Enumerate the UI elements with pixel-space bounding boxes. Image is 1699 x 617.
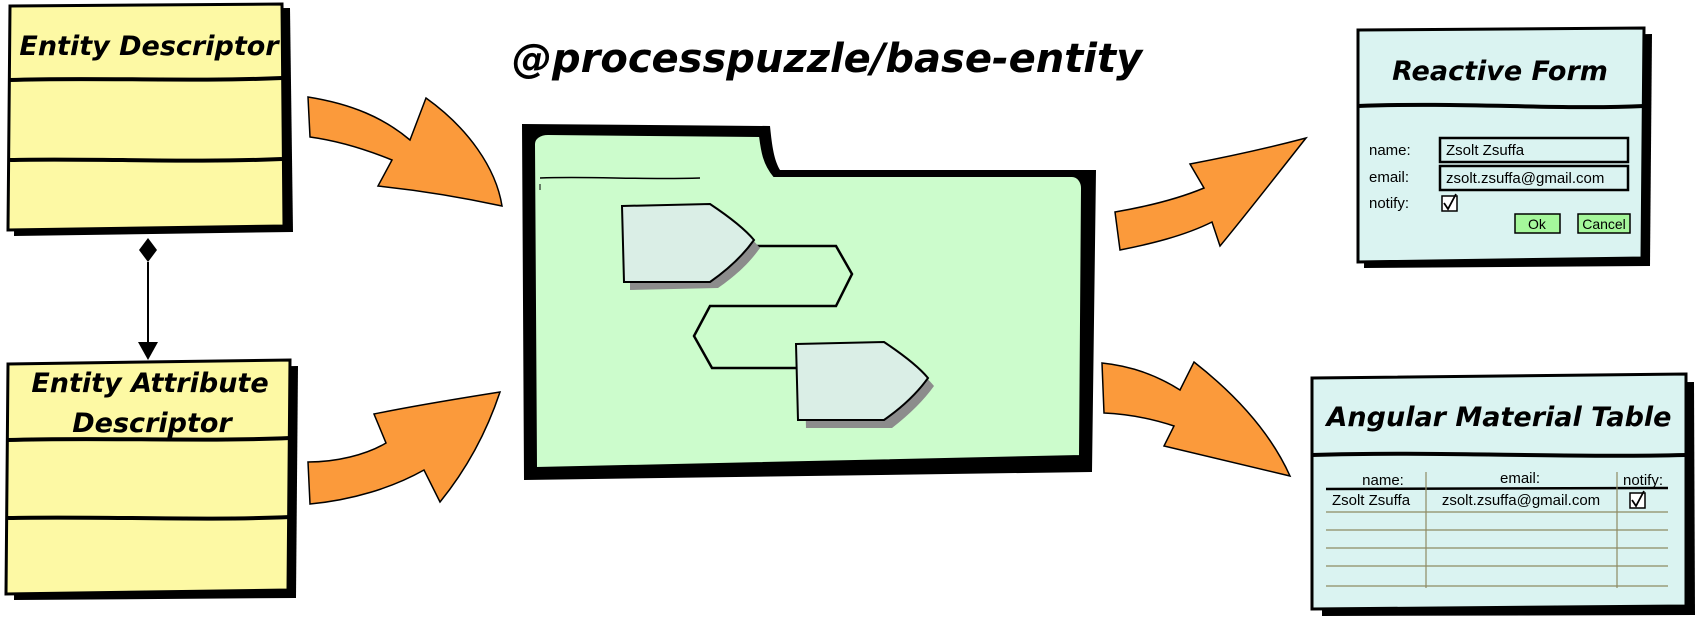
entity-attribute-descriptor-divider (7, 515, 291, 521)
table-header-email: email: (1500, 470, 1540, 487)
input-arrow-bottom (307, 391, 502, 505)
composition-connector (138, 238, 158, 360)
reactive-form-panel: Reactive Form name: Zsolt Zsuffa email: … (1356, 26, 1652, 268)
flow-node-second (794, 340, 930, 421)
form-ok-button-label: Ok (1528, 216, 1547, 232)
flow-connector (692, 244, 854, 370)
form-name-value: Zsolt Zsuffa (1446, 142, 1525, 159)
package-flow (620, 202, 934, 428)
form-cancel-button[interactable]: Cancel (1577, 213, 1631, 234)
form-name-label: name: (1369, 142, 1411, 159)
form-notify-label: notify: (1369, 195, 1409, 212)
entity-descriptor-label: Entity Descriptor (19, 31, 280, 62)
table-cell-email: zsolt.zsuffa@gmail.com (1442, 492, 1600, 509)
entity-descriptor-divider (9, 157, 283, 163)
package-title: @processpuzzle/base-entity (512, 36, 1144, 82)
reactive-form-title: Reactive Form (1392, 56, 1608, 87)
form-name-field[interactable] (1438, 136, 1630, 164)
output-arrow-top (1114, 136, 1308, 251)
entity-descriptor-divider (9, 76, 283, 82)
output-arrow-bottom (1101, 360, 1292, 478)
entity-descriptor-box (6, 2, 286, 232)
material-table-panel: Angular Material Table name: email: noti… (1310, 372, 1695, 616)
form-notify-checkbox[interactable] (1441, 193, 1458, 212)
entity-attribute-descriptor-label-line2: Descriptor (72, 408, 233, 439)
table-header-rule (1325, 486, 1669, 491)
form-ok-button[interactable]: Ok (1514, 213, 1561, 234)
check-icon (1443, 193, 1457, 211)
table-header-notify: notify: (1623, 472, 1663, 489)
entity-descriptor-class: Entity Descriptor (6, 2, 293, 236)
composition-diamond (139, 238, 157, 262)
table-header-name: name: (1362, 472, 1404, 489)
form-cancel-button-label: Cancel (1582, 216, 1626, 232)
input-arrow-top (307, 96, 503, 207)
form-email-field[interactable] (1438, 164, 1630, 192)
check-icon (1631, 490, 1645, 508)
composition-arrowhead (138, 342, 158, 360)
entity-attribute-descriptor-divider (7, 436, 291, 442)
form-email-label: email: (1369, 169, 1409, 186)
entity-attribute-descriptor-class: Entity Attribute Descriptor (4, 358, 298, 600)
table-cell-notify-checkbox[interactable] (1629, 490, 1646, 509)
entity-attribute-descriptor-label-line1: Entity Attribute (31, 368, 268, 399)
entity-attribute-descriptor-box (4, 358, 292, 596)
table-row[interactable]: Zsolt Zsuffa zsolt.zsuffa@gmail.com (1332, 490, 1646, 509)
flow-node-first (620, 202, 756, 283)
form-email-value: zsolt.zsuffa@gmail.com (1446, 170, 1604, 187)
material-table-title: Angular Material Table (1325, 402, 1672, 433)
table-cell-name: Zsolt Zsuffa (1332, 492, 1411, 509)
